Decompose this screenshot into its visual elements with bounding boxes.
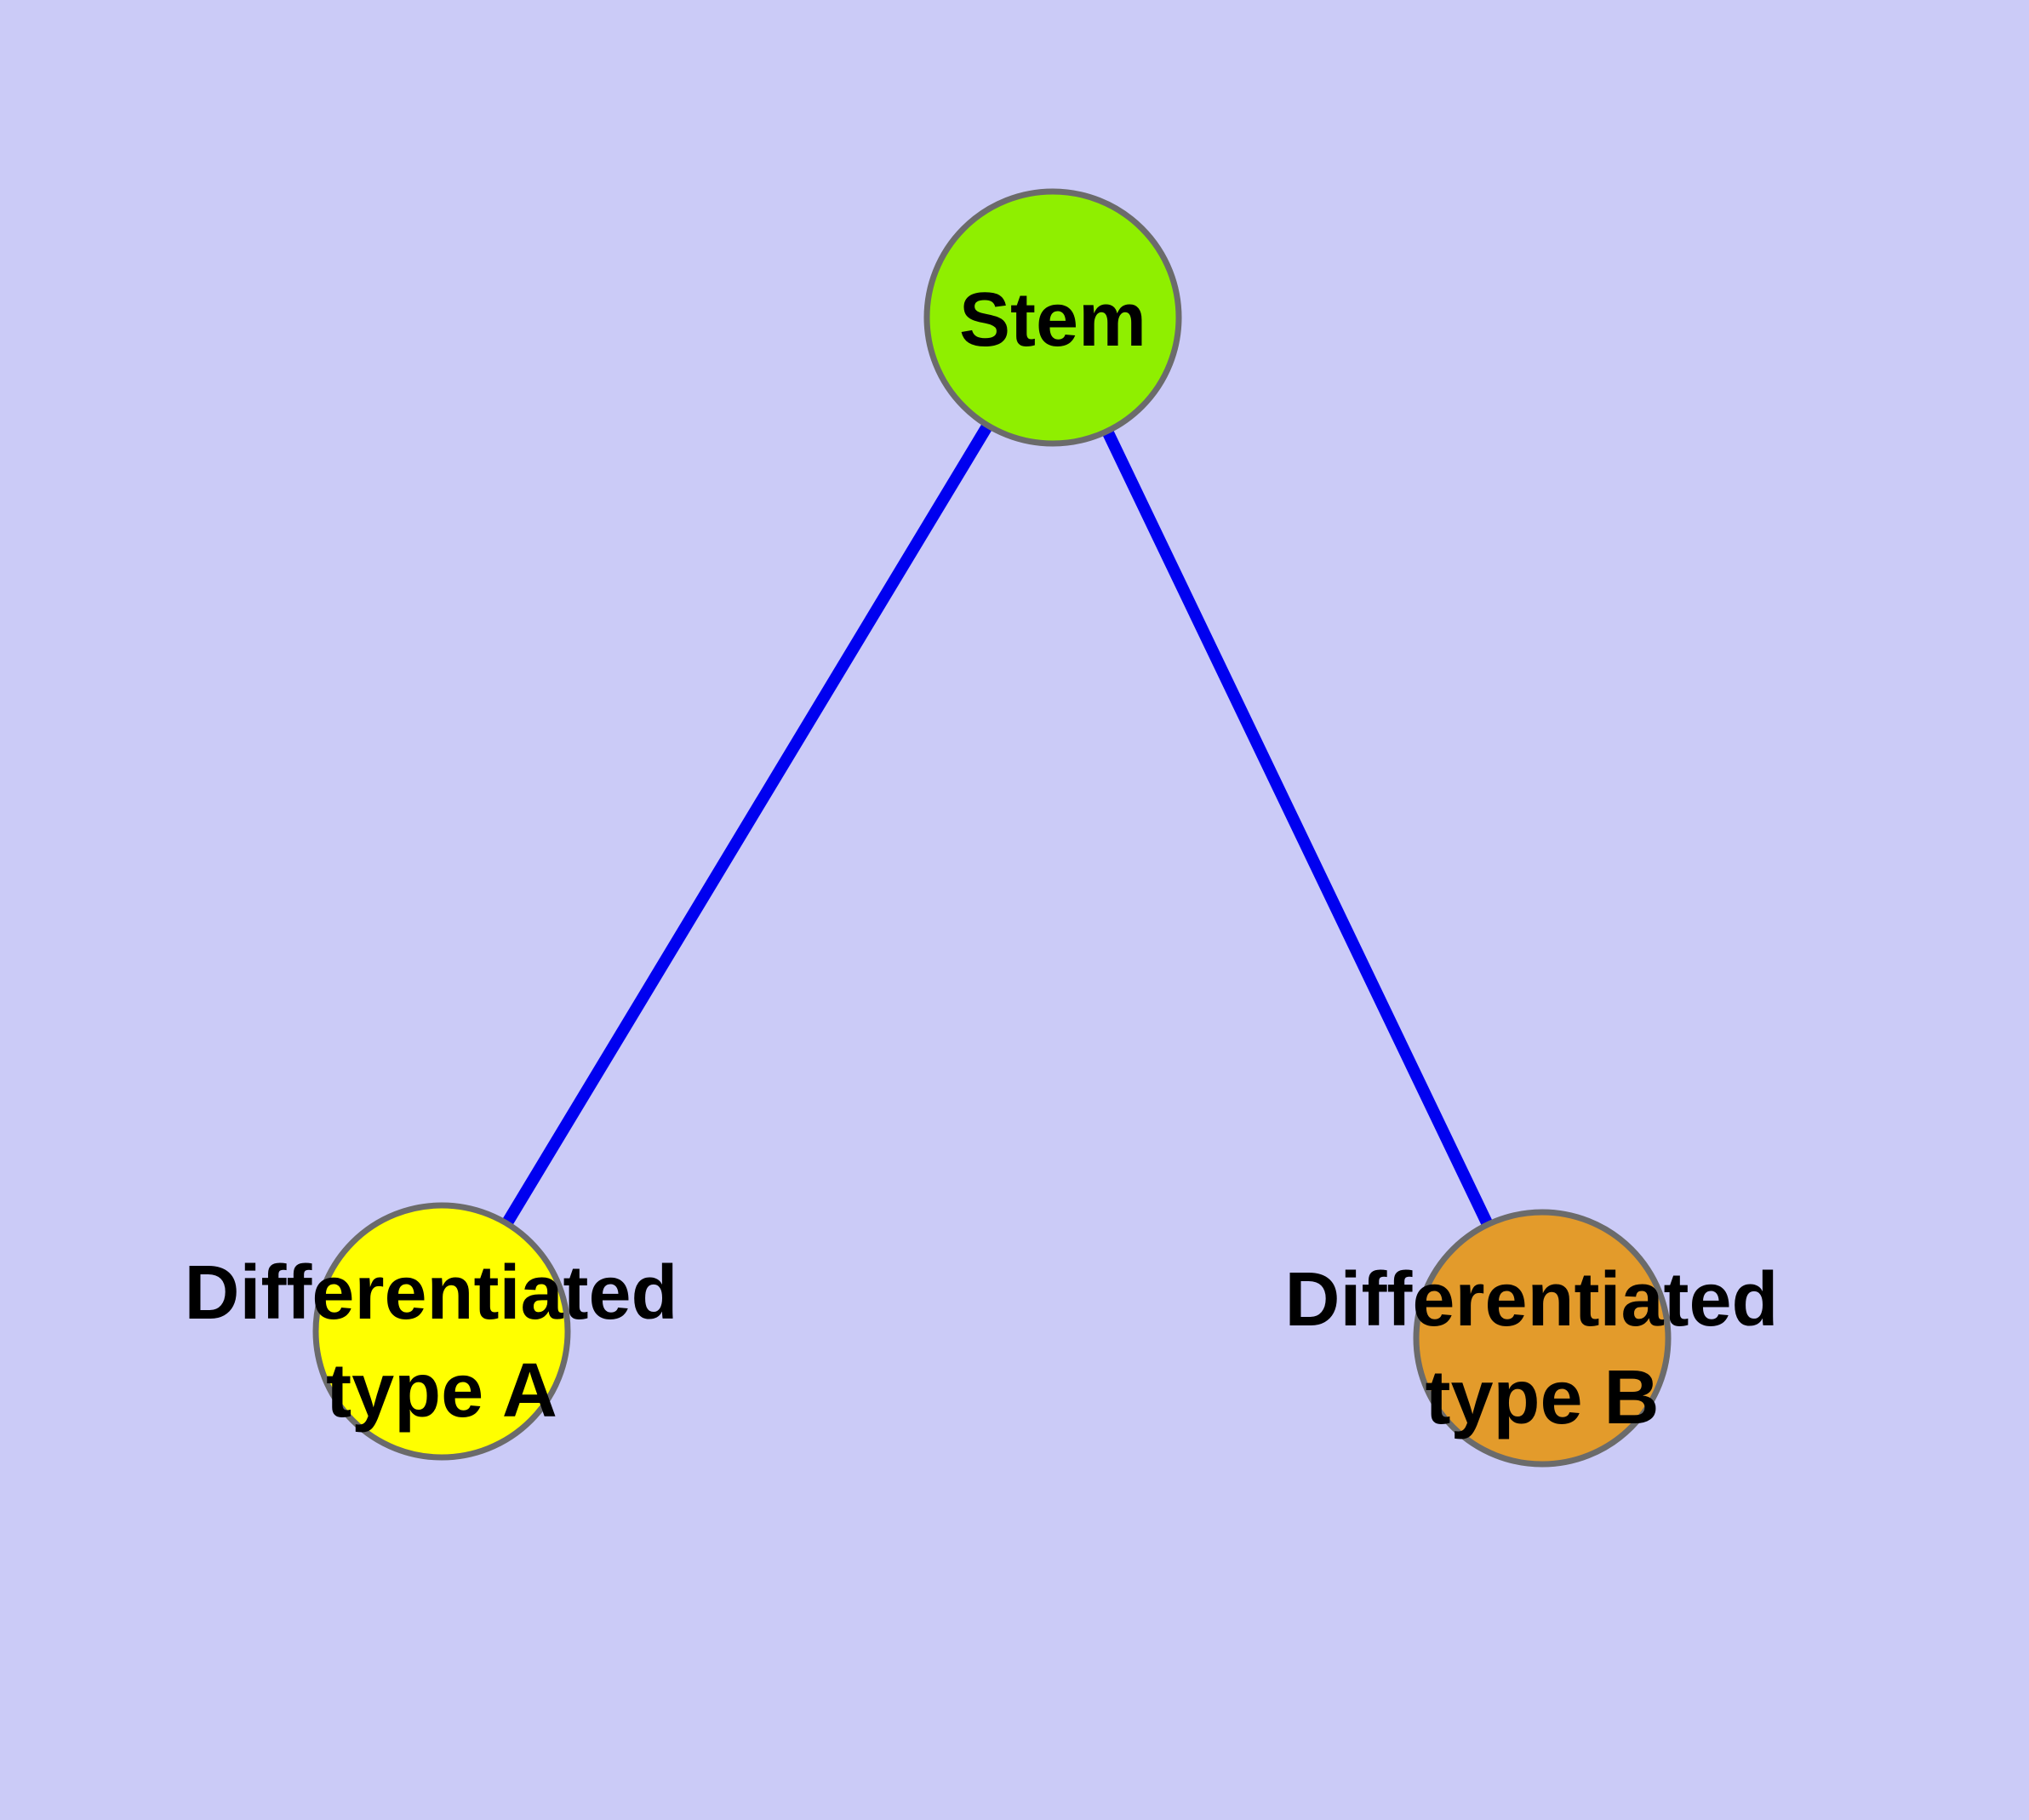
node-type-a-circle [312, 1202, 571, 1461]
node-type-a-label-line2: type A [326, 1348, 557, 1434]
node-type-b-circle [1413, 1209, 1672, 1468]
node-type-b-label-line1: Differentiated [1284, 1257, 1778, 1342]
node-type-a-label-line1: Differentiated [184, 1251, 677, 1336]
node-type-b-label-line2: type B [1425, 1355, 1659, 1440]
edge-stem-to-type-b [1047, 314, 1548, 1342]
node-stem-circle [923, 188, 1182, 447]
node-type-b-label: Differentiated type B [1284, 1257, 1799, 1440]
node-stem-label: Stem [959, 278, 1146, 363]
edge-stem-to-type-a [437, 314, 1058, 1335]
node-type-a-label: Differentiated type A [184, 1251, 699, 1434]
